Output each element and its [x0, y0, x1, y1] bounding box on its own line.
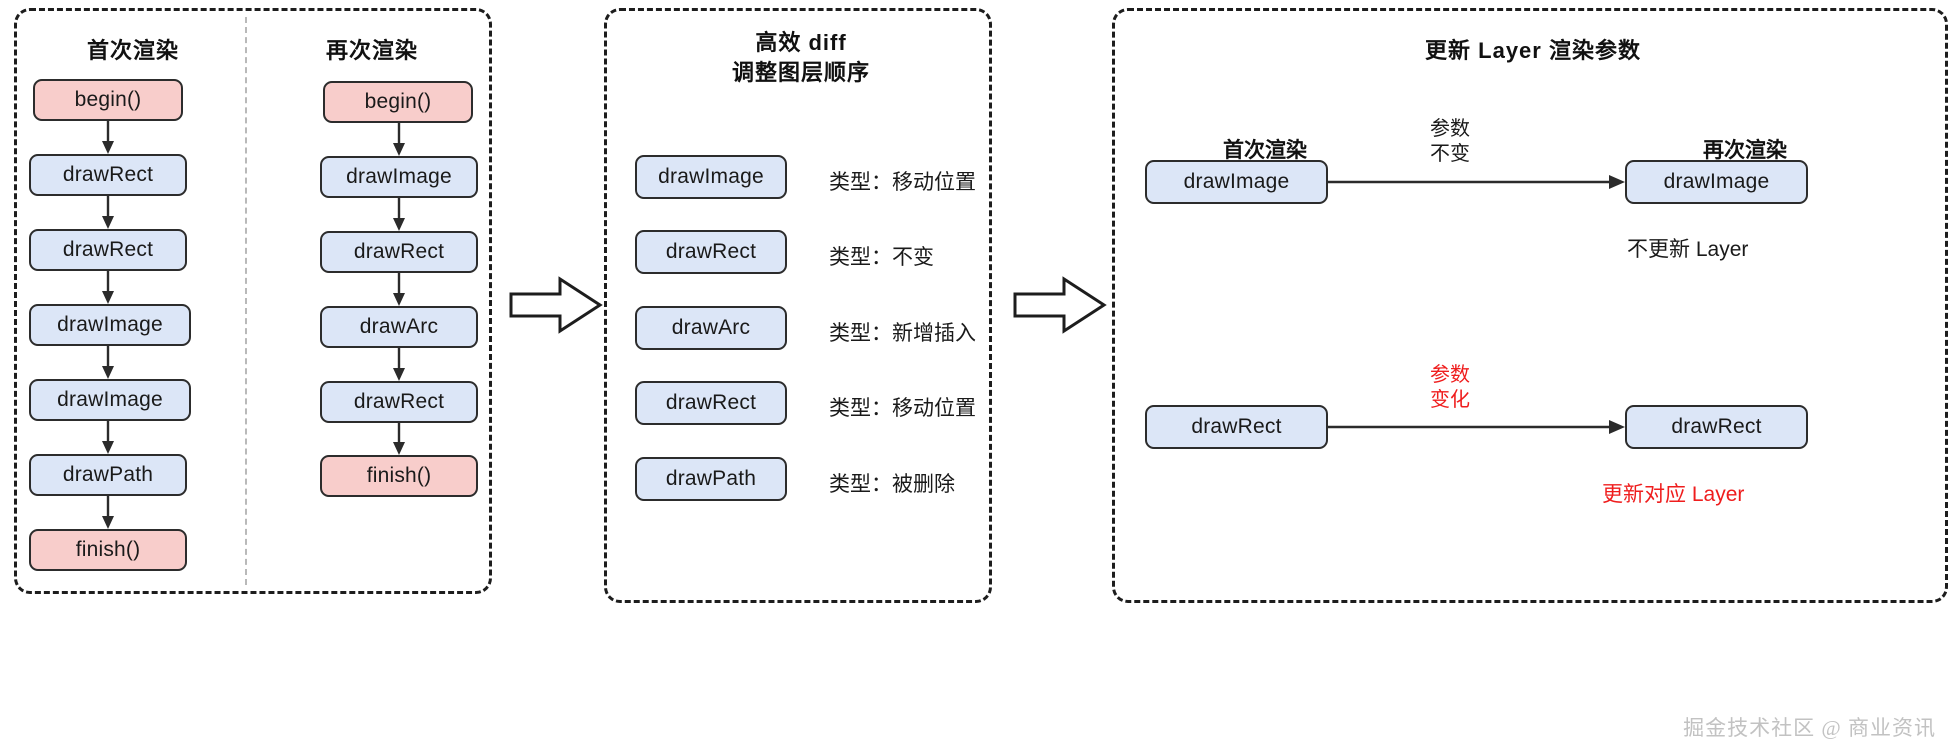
node-drawrect-2-first: drawRect [29, 229, 187, 271]
node-drawrect-2-second: drawRect [320, 381, 478, 423]
pair2-arrow-label-line1: 参数 [1430, 364, 1470, 386]
pair1-from-node: drawImage [1145, 160, 1328, 204]
pair1-arrow-label: 参数 不变 [1390, 117, 1510, 167]
node-drawrect-1-first: drawRect [29, 154, 187, 196]
pair2-to-node: drawRect [1625, 405, 1808, 449]
panel-render-sequences: 首次渲染 begin() drawRect drawRect drawImage… [14, 8, 492, 594]
block-arrow-left-to-middle-icon [509, 276, 603, 334]
diff-node-drawrect-2: drawRect [635, 381, 787, 425]
left-col1-connectors [102, 121, 114, 529]
node-begin-first: begin() [33, 79, 183, 121]
panel-update-layer-params: 更新 Layer 渲染参数 首次渲染 再次渲染 drawImage drawIm… [1112, 8, 1948, 603]
pair1-connector [1328, 175, 1625, 189]
diff-node-drawpath: drawPath [635, 457, 787, 501]
pair2-note: 更新对应 Layer [1602, 483, 1745, 506]
left-col2-connectors [393, 123, 405, 455]
node-begin-second: begin() [323, 81, 473, 123]
node-drawrect-1-second: drawRect [320, 231, 478, 273]
pair2-connector [1328, 420, 1625, 434]
diff-node-drawarc: drawArc [635, 306, 787, 350]
diff-type-drawrect-2: 类型：移动位置 [829, 397, 976, 420]
right-title: 更新 Layer 渲染参数 [1425, 38, 1641, 63]
node-drawarc-second: drawArc [320, 306, 478, 348]
panel-efficient-diff: 高效 diff 调整图层顺序 drawImage drawRect drawAr… [604, 8, 992, 603]
block-arrow-middle-to-right-icon [1013, 276, 1107, 334]
node-drawpath-first: drawPath [29, 454, 187, 496]
pair2-arrow-label-line2: 变化 [1430, 389, 1470, 411]
pair1-arrow-label-line1: 参数 [1430, 118, 1470, 140]
diff-type-drawimage: 类型：移动位置 [829, 171, 976, 194]
diff-node-drawrect-1: drawRect [635, 230, 787, 274]
panel-left-divider [245, 17, 247, 585]
diff-type-drawarc: 类型：新增插入 [829, 322, 976, 345]
node-drawimage-second: drawImage [320, 156, 478, 198]
left-col1-title: 首次渲染 [86, 38, 179, 63]
node-finish-second: finish() [320, 455, 478, 497]
pair2-arrow-label: 参数 变化 [1390, 363, 1510, 413]
right-col-left-title: 首次渲染 [1223, 139, 1307, 162]
middle-title-line1: 高效 diff [755, 30, 847, 55]
pair1-note: 不更新 Layer [1627, 238, 1749, 261]
pair1-arrow-label-line2: 不变 [1430, 143, 1470, 165]
diff-type-drawpath: 类型：被删除 [829, 473, 955, 496]
diff-type-drawrect-1: 类型：不变 [829, 246, 934, 269]
node-finish-first: finish() [29, 529, 187, 571]
diff-node-drawimage: drawImage [635, 155, 787, 199]
right-col-right-title: 再次渲染 [1703, 139, 1787, 162]
node-drawimage-2-first: drawImage [29, 379, 191, 421]
watermark: 掘金技术社区 @ 商业资讯 [1683, 716, 1936, 740]
pair2-from-node: drawRect [1145, 405, 1328, 449]
node-drawimage-1-first: drawImage [29, 304, 191, 346]
left-col2-title: 再次渲染 [325, 38, 418, 63]
pair1-to-node: drawImage [1625, 160, 1808, 204]
middle-title-line2: 调整图层顺序 [731, 60, 870, 85]
